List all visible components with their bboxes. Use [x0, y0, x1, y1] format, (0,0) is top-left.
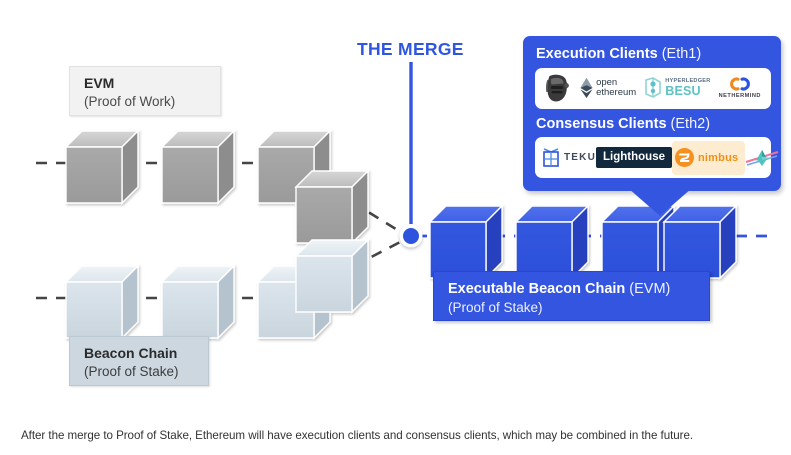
- client-label-besu-line1: HYPERLEDGER: [665, 78, 711, 85]
- merged-block: [515, 205, 589, 279]
- client-label-nimbus: nimbus: [698, 151, 739, 164]
- label-executable-beacon-title-main: Executable Beacon Chain: [448, 281, 626, 297]
- client-logo-openethereum[interactable]: open ethereum: [579, 71, 636, 105]
- pow-block: [295, 170, 369, 244]
- besu-icon: [645, 77, 662, 99]
- label-executable-beacon-chain: Executable Beacon Chain (EVM) (Proof of …: [433, 271, 710, 321]
- label-executable-beacon-title-suffix: (EVM): [625, 281, 671, 297]
- open-ethereum-icon: [580, 78, 593, 99]
- nimbus-icon: [675, 148, 694, 168]
- beacon-chain-blocks: [65, 239, 369, 339]
- label-beacon-chain: Beacon Chain (Proof of Stake): [69, 336, 209, 386]
- pow-chain-blocks: [65, 130, 369, 244]
- consensus-clients-logo-strip: TEKU Lighthouse nimbus: [535, 137, 779, 179]
- client-label-openethereum-line1: open: [596, 77, 618, 89]
- diagram-caption: After the merge to Proof of Stake, Ether…: [21, 429, 694, 442]
- client-logo-nethermind[interactable]: NETHERMIND: [719, 71, 761, 105]
- callout-tail: [628, 188, 692, 216]
- label-evm-subtitle: (Proof of Work): [84, 93, 176, 109]
- execution-clients-heading-main: Execution Clients: [536, 46, 658, 62]
- geth-helmet-icon: [545, 74, 569, 102]
- execution-clients-logo-strip: Geth open ethereum: [535, 67, 771, 109]
- execution-clients-heading-suffix: (Eth1): [657, 46, 702, 62]
- client-label-openethereum-line2: ethereum: [596, 87, 637, 99]
- consensus-clients-heading-main: Consensus Clients: [536, 115, 667, 132]
- pow-block: [65, 130, 139, 204]
- client-logo-teku[interactable]: TEKU: [541, 141, 596, 175]
- beacon-block: [161, 265, 235, 339]
- merge-node: [399, 224, 423, 248]
- label-beacon-subtitle: (Proof of Stake): [84, 363, 179, 379]
- merged-block: [429, 205, 503, 279]
- lodestar-icon: [746, 149, 779, 166]
- client-logo-besu[interactable]: HYPERLEDGER BESU: [644, 71, 710, 105]
- beacon-block: [65, 265, 139, 339]
- client-label-besu-line2: BESU: [665, 83, 701, 98]
- consensus-clients-heading: Consensus Clients (Eth2): [536, 116, 771, 133]
- client-label-nethermind: NETHERMIND: [718, 93, 761, 100]
- client-logo-lodestar[interactable]: Lodestar: [745, 141, 779, 175]
- label-evm-proof-of-work: EVM (Proof of Work): [69, 66, 221, 116]
- merge-title: THE MERGE: [357, 39, 464, 59]
- client-logo-lighthouse[interactable]: Lighthouse: [596, 141, 672, 175]
- consensus-clients-heading-suffix: (Eth2): [666, 115, 711, 132]
- label-beacon-title: Beacon Chain: [84, 345, 178, 361]
- client-logo-nimbus[interactable]: nimbus: [672, 140, 746, 175]
- execution-clients-heading: Execution Clients (Eth1): [536, 46, 771, 63]
- label-evm-title: EVM: [84, 75, 115, 91]
- pow-block: [161, 130, 235, 204]
- clients-callout: Execution Clients (Eth1) Geth: [523, 36, 781, 216]
- client-label-teku: TEKU: [564, 152, 597, 164]
- client-label-lighthouse: Lighthouse: [596, 147, 672, 169]
- label-executable-beacon-subtitle: (Proof of Stake): [448, 299, 543, 315]
- teku-icon: [543, 148, 559, 167]
- beacon-block: [295, 239, 369, 313]
- nethermind-icon: [729, 77, 750, 91]
- label-executable-beacon-title: Executable Beacon Chain (EVM): [448, 280, 695, 299]
- client-logo-geth[interactable]: Geth: [545, 71, 571, 105]
